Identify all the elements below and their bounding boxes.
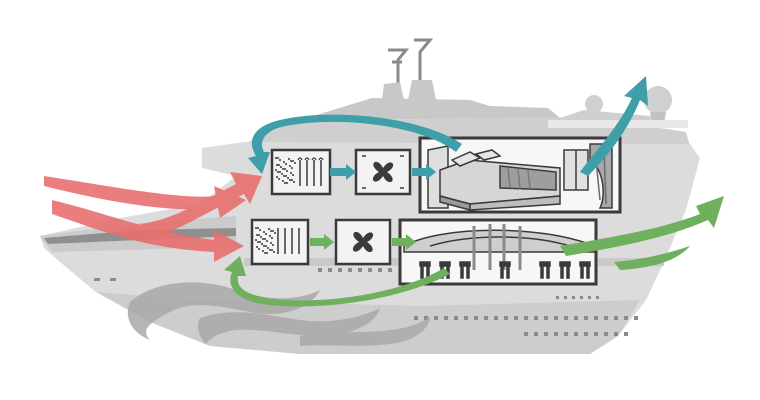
intake-air-flow <box>44 172 262 262</box>
dining-hall-icon <box>403 224 595 279</box>
upper-fan-unit <box>354 148 412 196</box>
stateroom-bed-icon <box>427 143 613 211</box>
hull-wave-graphic <box>127 282 430 346</box>
venue-exhaust-arrow <box>560 196 724 256</box>
lower-filter-unit <box>250 218 310 266</box>
venue-air-flow <box>224 196 724 307</box>
venue-return-arrow <box>224 256 450 307</box>
upper-filter-unit <box>270 148 332 196</box>
radar-dome <box>644 86 672 114</box>
cabin-return-arrow <box>248 114 462 174</box>
radar-mast <box>388 38 434 88</box>
porthole-rows <box>94 268 638 336</box>
small-dome <box>585 95 603 113</box>
cabin-exhaust-arrow <box>580 76 648 176</box>
lower-fan-unit <box>334 218 392 266</box>
superstructure-top <box>300 98 560 120</box>
stateroom-panel <box>418 136 622 214</box>
filter-unit-icon <box>275 157 324 186</box>
filter-unit-icon <box>255 227 300 254</box>
cabin-air-flow <box>248 76 648 180</box>
fan-unit-icon <box>352 231 374 253</box>
funnel-group <box>382 80 436 100</box>
fan-unit-icon <box>372 161 394 183</box>
venue-panel <box>398 218 598 286</box>
